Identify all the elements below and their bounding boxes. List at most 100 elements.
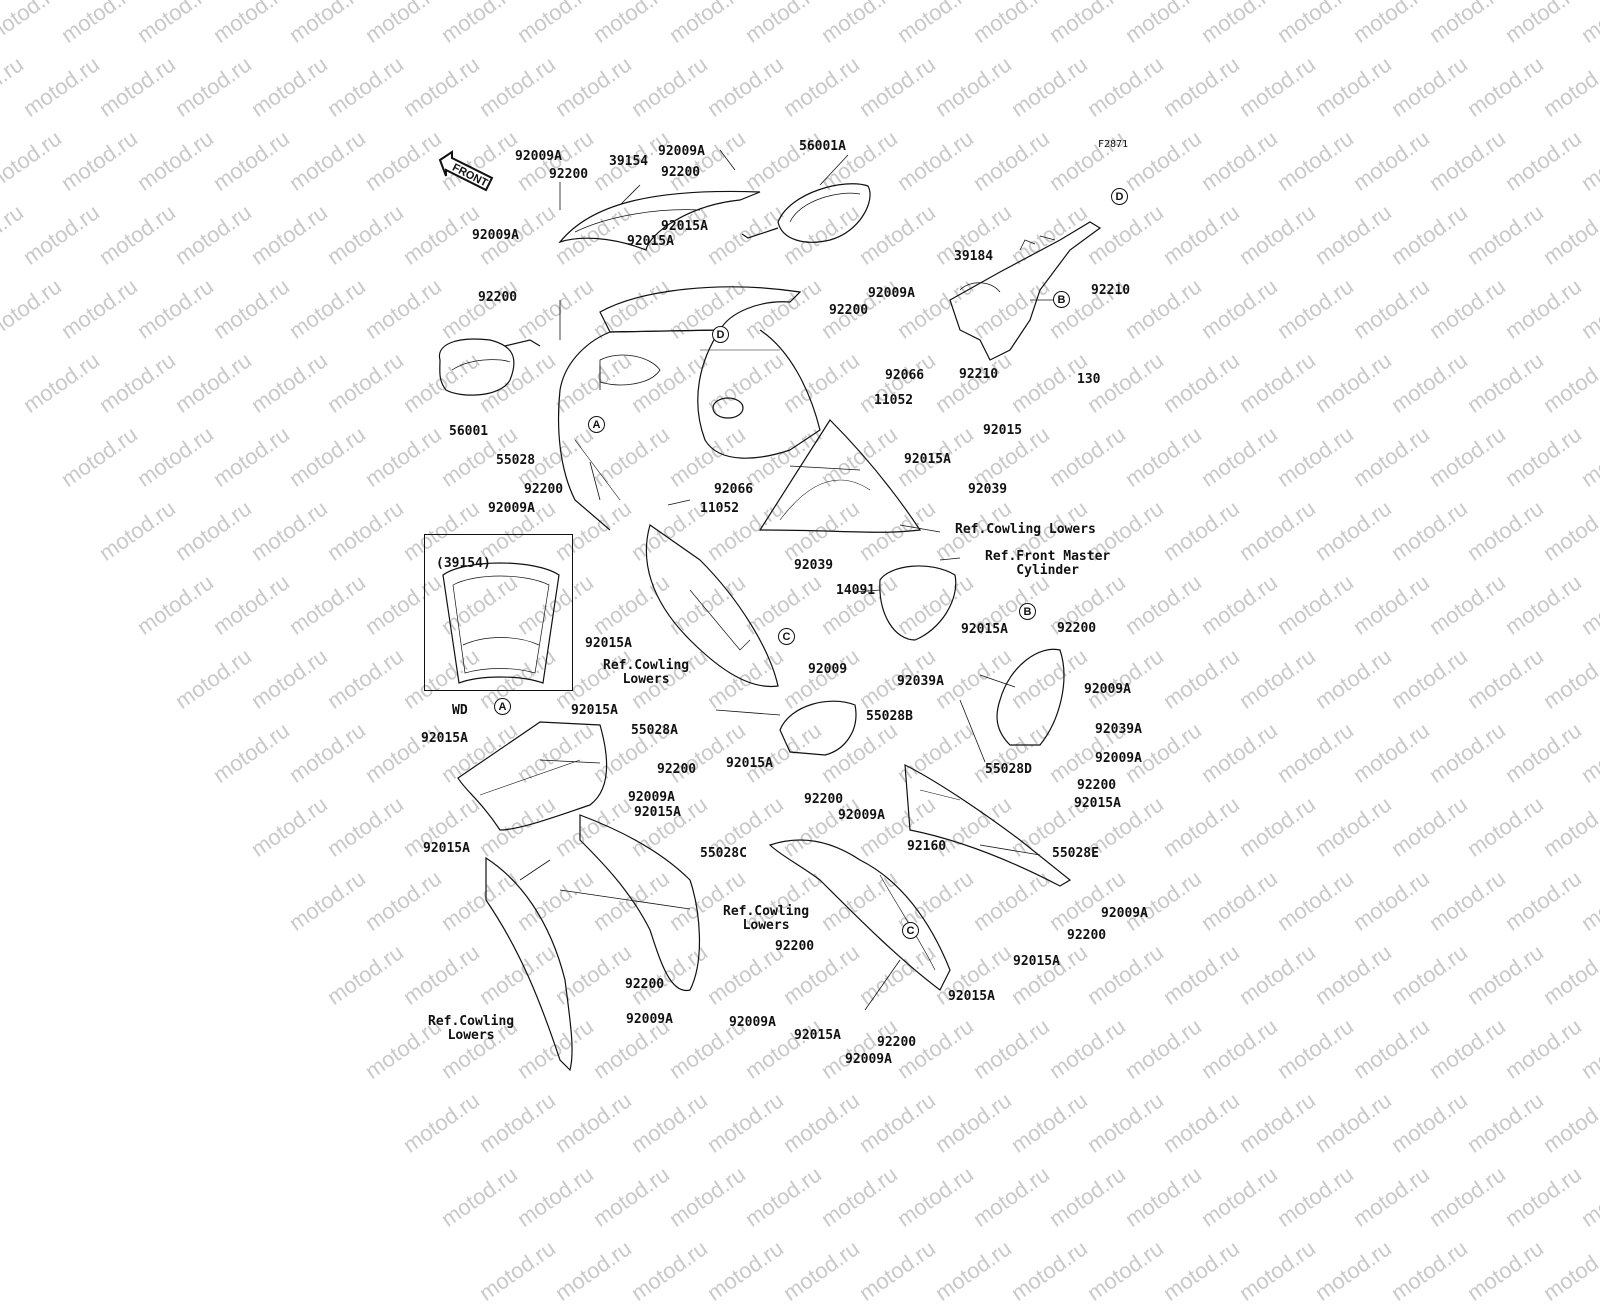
- callout-d: D: [712, 326, 729, 343]
- part-label-92015a: 92015A: [585, 636, 632, 651]
- watermark-text: motod.ru: [1006, 1235, 1092, 1306]
- inset-code: WD: [452, 703, 468, 718]
- part-label-92210: 92210: [1091, 283, 1131, 298]
- part-label-39154: 39154: [609, 154, 649, 169]
- cover-14091-part: [879, 565, 957, 641]
- part-label-92015a: 92015A: [904, 452, 951, 467]
- watermark-text: motod.ru: [1234, 1235, 1320, 1306]
- watermark-text: motod.ru: [702, 1235, 788, 1306]
- part-label-92039: 92039: [794, 558, 834, 573]
- part-label-92015a: 92015A: [726, 756, 773, 771]
- part-label-55028c: 55028C: [700, 846, 747, 861]
- part-label-92009a: 92009A: [628, 790, 675, 805]
- part-label-92200: 92200: [877, 1035, 917, 1050]
- stay-bracket-part: [949, 221, 1102, 361]
- part-label-130: 130: [1077, 372, 1101, 387]
- part-label-11052: 11052: [700, 501, 740, 516]
- part-label-92015a: 92015A: [961, 622, 1008, 637]
- part-label-92200: 92200: [478, 290, 518, 305]
- inset-windshield-drawing: [442, 562, 560, 684]
- ref-cowling-lowers-label: Ref.Cowling Lowers: [723, 905, 809, 933]
- part-label-92009a: 92009A: [838, 808, 885, 823]
- watermark-text: motod.ru: [474, 1235, 560, 1306]
- ref-front-master-line2: Cylinder: [1016, 563, 1079, 578]
- callout-c: C: [778, 628, 795, 645]
- part-label-92015a: 92015A: [794, 1028, 841, 1043]
- part-label-92200: 92200: [1067, 928, 1107, 943]
- part-label-11052: 11052: [874, 393, 914, 408]
- watermark-text: motod.ru: [1310, 1235, 1396, 1306]
- part-label-55028b: 55028B: [866, 709, 913, 724]
- inner-panel-left-part: [645, 524, 779, 688]
- watermark-text: motod.ru: [778, 1235, 864, 1306]
- part-label-55028a: 55028A: [631, 723, 678, 738]
- part-label-92009: 92009: [808, 662, 848, 677]
- ref-front-master-cylinder-label: Ref.Front Master Cylinder: [985, 550, 1110, 578]
- windshield-part: [558, 190, 761, 251]
- part-label-92015a: 92015A: [1013, 954, 1060, 969]
- windshield-inset-box: [424, 534, 573, 691]
- part-label-92200: 92200: [625, 977, 665, 992]
- part-label-55028: 55028: [496, 453, 536, 468]
- part-label-92066: 92066: [714, 482, 754, 497]
- part-label-92009a: 92009A: [472, 228, 519, 243]
- part-label-92009a: 92009A: [1101, 906, 1148, 921]
- part-label-92009a: 92009A: [515, 149, 562, 164]
- ref-line2: Lowers: [447, 1028, 495, 1043]
- callout-d: D: [1111, 188, 1128, 205]
- panel-55028e-part: [904, 763, 1072, 887]
- part-label-92066: 92066: [885, 368, 925, 383]
- callout-b: B: [1053, 291, 1070, 308]
- watermark-text: motod.ru: [1462, 1235, 1548, 1306]
- part-label-92039a: 92039A: [897, 674, 944, 689]
- front-arrow-icon: FRONT: [438, 150, 494, 192]
- ref-front-master-line1: Ref.Front Master: [985, 549, 1111, 564]
- part-label-55028d: 55028D: [985, 762, 1032, 777]
- watermark-text: motod.ru: [930, 1235, 1016, 1306]
- panel-55028c-part: [768, 839, 951, 991]
- figure-id: F2871: [1098, 139, 1129, 150]
- ref-line2: Lowers: [622, 672, 670, 687]
- watermark-text: motod.ru: [1386, 1235, 1472, 1306]
- part-label-92009a: 92009A: [626, 1012, 673, 1027]
- part-label-92009a: 92009A: [868, 286, 915, 301]
- panel-55028b-part: [779, 700, 857, 756]
- part-label-56001: 56001: [449, 424, 489, 439]
- ref-cowling-lowers-label: Ref.Cowling Lowers: [428, 1015, 514, 1043]
- part-label-92200: 92200: [1057, 621, 1097, 636]
- part-label-56001a: 56001A: [799, 139, 846, 154]
- callout-b: B: [1019, 603, 1036, 620]
- lower-panel-left-part: [485, 856, 573, 1072]
- part-label-92200: 92200: [549, 167, 589, 182]
- part-label-92009a: 92009A: [1084, 682, 1131, 697]
- part-label-92039: 92039: [968, 482, 1008, 497]
- part-label-92200: 92200: [657, 762, 697, 777]
- watermark-text: motod.ru: [854, 1235, 940, 1306]
- part-label-92009a: 92009A: [729, 1015, 776, 1030]
- mirror-left-part: [438, 338, 541, 396]
- ref-line1: Ref.Cowling: [603, 658, 690, 673]
- panel-55028d-part: [996, 648, 1065, 746]
- part-label-92039a: 92039A: [1095, 722, 1142, 737]
- inner-panel-right-part: [758, 419, 922, 533]
- part-label-92200: 92200: [804, 792, 844, 807]
- part-label-39184: 39184: [954, 249, 994, 264]
- part-label-14091: 14091: [836, 583, 876, 598]
- ref-line1: Ref.Cowling: [723, 904, 810, 919]
- ref-cowling-lowers-label: Ref.Cowling Lowers: [955, 522, 1096, 537]
- part-label-92015a: 92015A: [634, 805, 681, 820]
- part-label-92015a: 92015A: [421, 731, 468, 746]
- part-label-92200: 92200: [524, 482, 564, 497]
- ref-cowling-lowers-label: Ref.Cowling Lowers: [603, 659, 689, 687]
- part-label-92015: 92015: [983, 423, 1023, 438]
- mirror-right-part: [741, 183, 871, 243]
- watermark-text: motod.ru: [626, 1235, 712, 1306]
- watermark-text: motod.ru: [550, 1235, 636, 1306]
- watermark-text: motod.ru: [1082, 1235, 1168, 1306]
- callout-a: A: [494, 698, 511, 715]
- part-label-92009a: 92009A: [488, 501, 535, 516]
- part-label-92200: 92200: [829, 303, 869, 318]
- part-label-92009a: 92009A: [1095, 751, 1142, 766]
- ref-line2: Lowers: [742, 918, 790, 933]
